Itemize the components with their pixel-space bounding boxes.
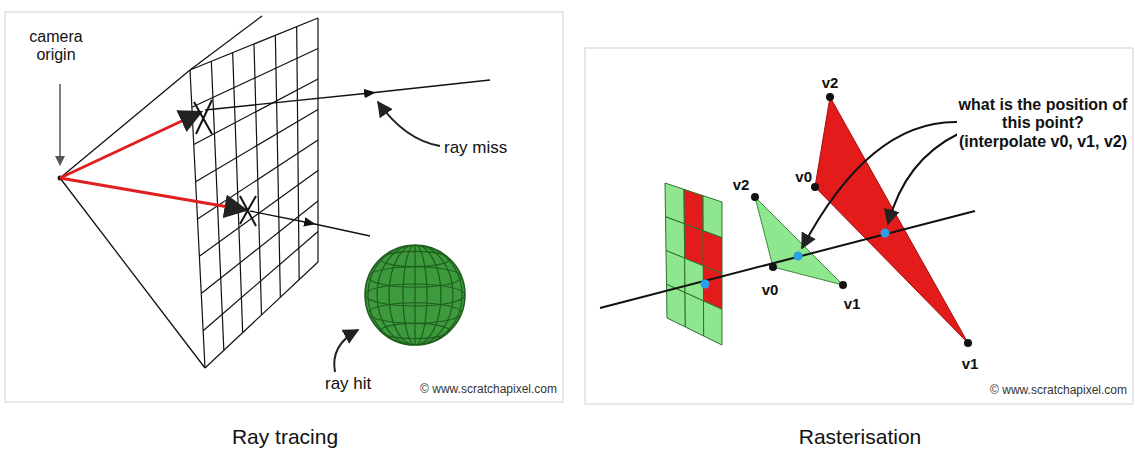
callout-label: ray miss <box>444 138 507 158</box>
callout-text: what is the position of this point? (int… <box>957 96 1129 151</box>
vertex <box>769 263 777 271</box>
pixel-cross <box>194 100 212 134</box>
leader-arrow <box>888 134 958 224</box>
grid-line <box>194 79 318 145</box>
primary-ray <box>60 178 246 210</box>
ray-line <box>600 211 975 308</box>
callout-label: camera origin <box>16 28 96 65</box>
panel-frame <box>585 48 1133 404</box>
raster-pixel <box>704 301 723 345</box>
vertex-label: v1 <box>962 355 979 372</box>
longitude-line <box>403 245 427 345</box>
frustum-line <box>60 70 190 178</box>
green-triangle <box>755 197 843 285</box>
grid-line <box>196 110 318 182</box>
longitude-line <box>414 245 415 345</box>
vertex <box>811 183 819 191</box>
grid-line <box>190 18 318 70</box>
frustum-line <box>60 178 205 368</box>
longitude-line <box>389 245 441 345</box>
raster-pixel <box>685 293 704 336</box>
primary-ray <box>60 112 201 178</box>
sphere <box>365 245 465 345</box>
leader-arrow <box>334 330 358 372</box>
intersection-point <box>794 252 803 261</box>
vertex-label: v0 <box>762 281 779 298</box>
leader-arrow <box>59 84 61 165</box>
longitude-line <box>377 245 453 345</box>
intersection-point <box>701 280 710 289</box>
panel-frame <box>5 12 563 402</box>
pixel-cross <box>240 196 256 226</box>
ray-miss-line <box>205 80 490 110</box>
raster-grid <box>665 183 722 345</box>
copyright-note: © www.scratchapixel.com <box>420 383 557 397</box>
vertex-label: v0 <box>795 168 812 185</box>
image-plane-grid <box>190 18 318 368</box>
leader-arrow <box>802 122 958 248</box>
vertex <box>751 193 759 201</box>
vertex-label: v2 <box>733 176 750 193</box>
caption: Ray tracing <box>232 425 338 449</box>
grid-line <box>198 140 319 219</box>
vertex <box>964 339 972 347</box>
grid-line <box>192 49 318 108</box>
vertex-label: v1 <box>844 295 861 312</box>
longitude-line <box>368 245 462 345</box>
copyright-note: © www.scratchapixel.com <box>990 384 1127 398</box>
sphere-grid <box>365 245 465 345</box>
caption: Rasterisation <box>799 425 922 449</box>
callout-label: ray hit <box>325 374 371 394</box>
frustum-line <box>190 16 262 70</box>
vertex <box>826 93 834 101</box>
red-triangle <box>815 97 968 343</box>
vertex <box>839 281 847 289</box>
leader-arrow <box>378 102 440 146</box>
intersection-point <box>881 229 890 238</box>
grid-line <box>205 262 318 368</box>
ray-hit-line <box>250 211 370 236</box>
vertex-label: v2 <box>822 74 839 91</box>
